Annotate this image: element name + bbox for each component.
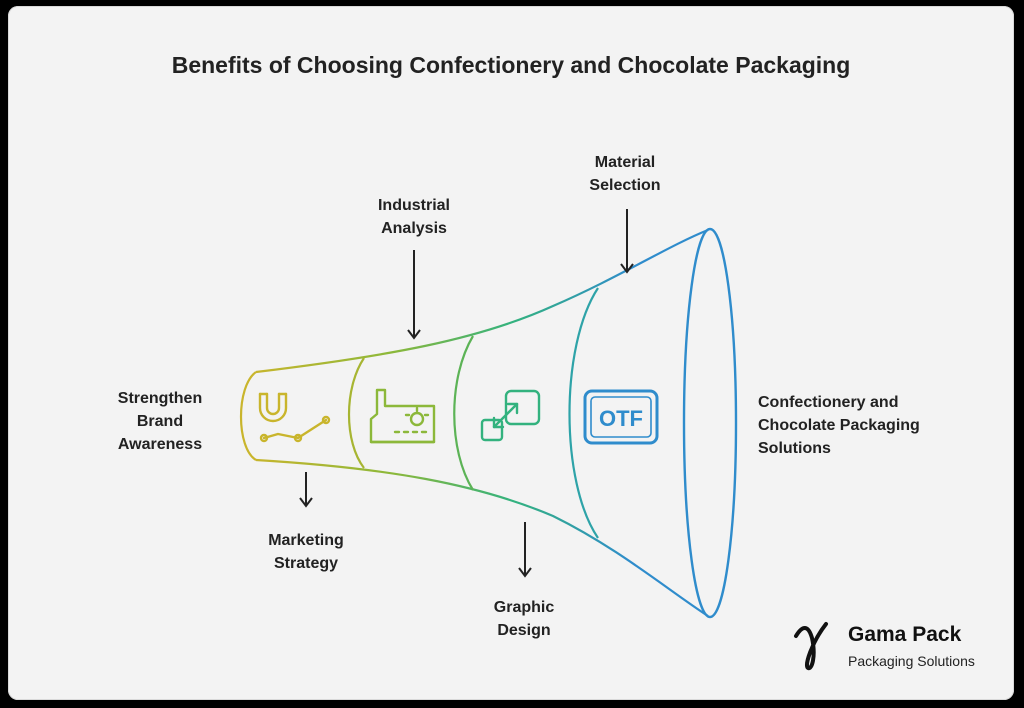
factory-gear-icon [369,388,436,444]
label-industrial-analysis: Industrial Analysis [377,197,450,237]
label-packaging-solutions: Confectionery and Chocolate Packaging So… [758,394,920,457]
arrow-material [620,209,634,274]
funnel-top-edge [255,228,709,374]
label-graphic-design: Graphic Design [493,599,555,639]
label-strengthen-brand-awareness: Strengthen Brand Awareness [117,390,203,453]
otf-icon-text: OTF [599,406,643,431]
resize-arrows-icon [480,389,541,442]
otf-file-icon: OTF [583,389,659,445]
segment-edge-industrial [347,357,365,469]
segment-edge-strengthen [240,371,257,461]
diagram-canvas: Benefits of Choosing Confectionery and C… [8,6,1014,700]
segment-edge-graphic [453,335,474,491]
label-marketing-strategy: Marketing Strategy [268,532,344,572]
funnel-mouth [682,227,738,619]
arrow-industrial [407,250,421,340]
segment-edge-solutions [568,287,599,539]
arrow-graphic [518,522,532,578]
funnel-diagram: OTF [240,209,828,671]
arrow-marketing [299,472,313,508]
funnel-bottom-edge [255,458,709,617]
diagram-title: Benefits of Choosing Confectionery and C… [171,52,851,78]
brand-name: Gama Pack [848,623,962,646]
brand-tagline: Packaging Solutions [848,653,975,669]
label-material-selection: Material Selection [589,154,661,194]
gamma-logo-icon [794,622,828,671]
magnet-chart-icon [258,392,331,443]
